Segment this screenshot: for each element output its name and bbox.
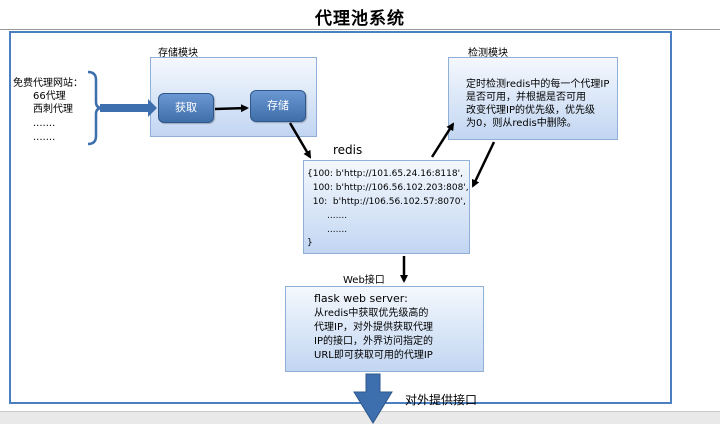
fetch-button[interactable]: 获取 — [158, 93, 214, 123]
output-label: 对外提供接口 — [405, 393, 478, 407]
store-to-redis-arrow — [288, 122, 312, 159]
redis-entry: 100: b'http://106.56.102.203:808', — [307, 183, 469, 193]
redis-to-detect-arrow — [430, 122, 455, 158]
source-item: 66代理 — [33, 91, 66, 102]
detect-module-label: 检测模块 — [468, 48, 508, 59]
source-item: ....... — [33, 118, 56, 129]
web-desc-line: URL即可获取可用的代理IP — [314, 350, 433, 361]
sources-to-fetch-arrow — [100, 99, 157, 117]
web-server-heading: flask web server: — [314, 292, 408, 305]
store-button[interactable]: 存储 — [250, 90, 306, 122]
web-desc-line: 代理IP，对外提供获取代理 — [314, 322, 433, 333]
source-item: ....... — [33, 132, 56, 143]
detect-desc-line: 为0，则从redis中删除。 — [466, 118, 577, 129]
web-desc-line: 从redis中获取优先级高的 — [314, 308, 429, 319]
detect-to-redis-arrow — [471, 141, 496, 188]
detect-desc-line: 是否可用，并根据是否可用 — [466, 92, 586, 103]
sources-heading: 免费代理网站： — [13, 78, 83, 89]
detect-module-panel — [448, 57, 618, 140]
redis-entry: {100: b'http://101.65.24.16:8118', — [307, 169, 463, 179]
sources-brace — [87, 70, 103, 146]
web-interface-label: Web接口 — [343, 275, 385, 286]
redis-entry: ....... — [307, 211, 348, 221]
redis-label: redis — [333, 143, 363, 157]
redis-panel — [303, 160, 470, 254]
title-divider — [0, 29, 720, 30]
redis-entry: } — [307, 238, 313, 248]
bottom-divider — [0, 411, 720, 412]
web-server-panel — [285, 286, 484, 372]
detect-desc-line: 改变代理IP的优先级，优先级 — [466, 105, 595, 116]
bottom-bar — [0, 412, 720, 424]
web-desc-line: IP的接口，外界访问指定的 — [314, 336, 433, 347]
redis-entry: ....... — [307, 225, 348, 235]
page-title: 代理池系统 — [315, 9, 405, 29]
output-arrow — [353, 373, 393, 424]
detect-desc-line: 定时检测redis中的每一个代理IP — [466, 79, 610, 90]
redis-entry: 10: b'http://106.56.102.57:8070', — [307, 197, 466, 207]
source-item: 西刺代理 — [33, 104, 73, 115]
storage-module-label: 存储模块 — [158, 48, 198, 59]
fetch-to-store-arrow — [214, 104, 249, 113]
